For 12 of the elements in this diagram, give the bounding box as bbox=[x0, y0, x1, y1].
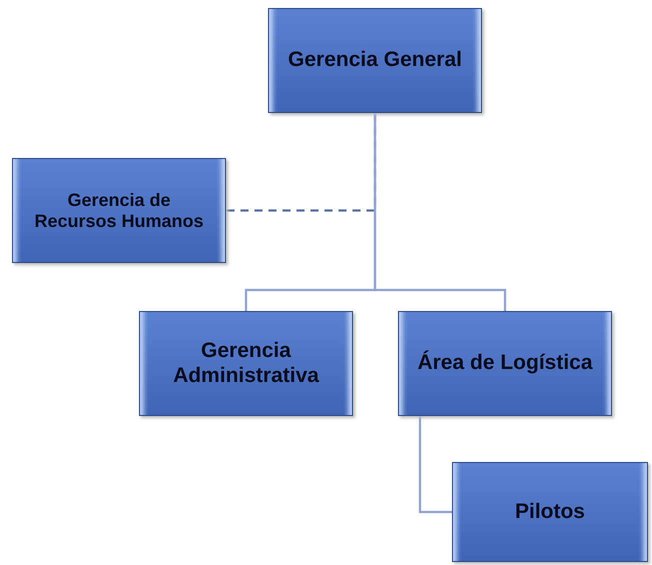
org-box bbox=[12, 158, 226, 263]
box-label: Área de Logística bbox=[416, 351, 594, 376]
box-label: Pilotos bbox=[514, 500, 586, 524]
org-box bbox=[268, 8, 482, 113]
box-label: Gerencia General bbox=[287, 48, 463, 73]
org-box bbox=[398, 311, 612, 416]
org-box bbox=[452, 462, 648, 562]
connector-line bbox=[418, 416, 452, 514]
box-label: Gerencia de Recursos Humanos bbox=[33, 190, 205, 232]
org-box bbox=[139, 311, 353, 416]
connector-line bbox=[374, 113, 506, 311]
box-label: Gerencia Administrativa bbox=[172, 339, 320, 388]
